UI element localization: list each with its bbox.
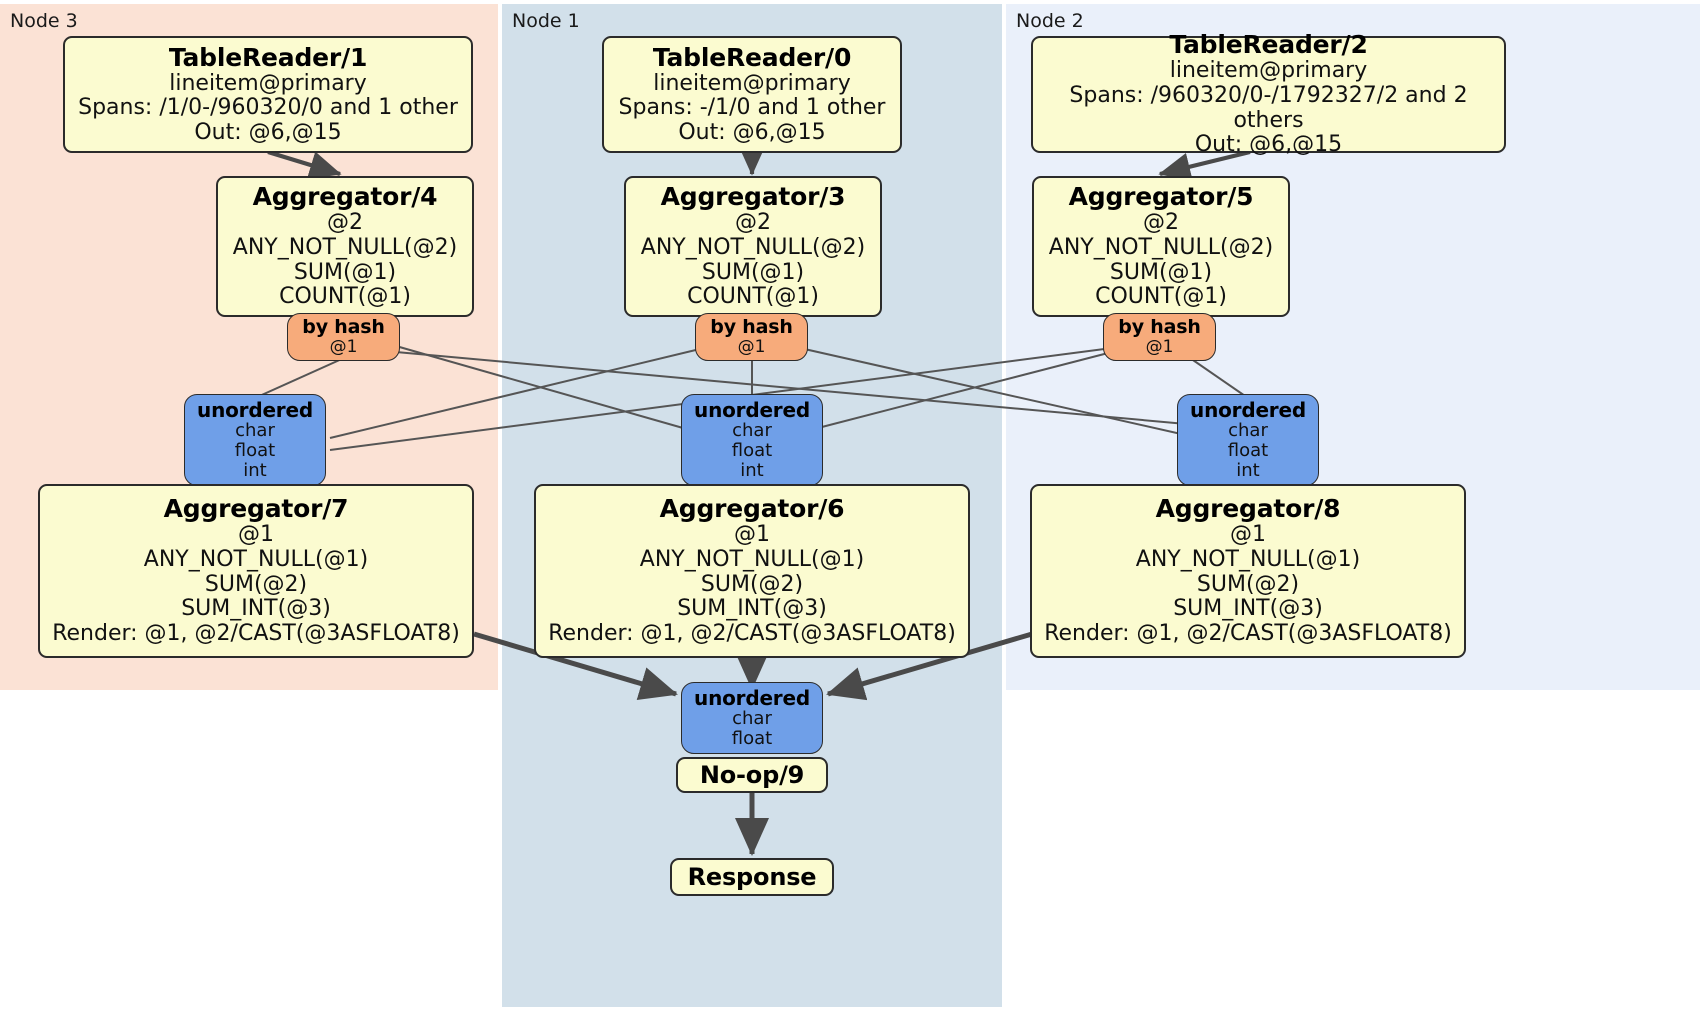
node-detail-line: SUM_INT(@3) [677,596,827,622]
node-tablereader-1[interactable]: TableReader/1 lineitem@primary Spans: /1… [63,36,473,153]
node-detail-line: lineitem@primary [1169,58,1368,84]
router-title: by hash [302,315,385,338]
node-aggregator-8[interactable]: Aggregator/8 @1 ANY_NOT_NULL(@1) SUM(@2)… [1030,484,1466,658]
node-detail-line: SUM(@2) [1196,571,1300,597]
router-detail-line: @1 [737,337,766,358]
node-detail-line: @2 [735,210,771,236]
node-noop-9[interactable]: No-op/9 [676,757,828,793]
node-detail-line: Out: @6,@15 [678,119,826,145]
receiver-unordered-center[interactable]: unordered char float int [681,394,823,486]
node-detail-line: @2 [327,210,363,236]
router-detail-line: @1 [329,337,358,358]
node-title: TableReader/2 [1169,30,1368,60]
node-detail-line: COUNT(@1) [1095,284,1227,310]
node-title: TableReader/0 [652,42,852,72]
router-title: by hash [1118,315,1201,338]
receiver-unordered-left[interactable]: unordered char float int [184,394,326,486]
receiver-type-line: float [1227,440,1269,462]
node-detail-line: lineitem@primary [653,70,851,96]
router-by-hash-left[interactable]: by hash @1 [287,313,400,361]
node-detail-line: SUM(@2) [204,571,308,597]
receiver-title: unordered [694,685,810,710]
node-detail-line: Render: @1, @2/CAST(@3ASFLOAT8) [52,620,460,646]
router-by-hash-center[interactable]: by hash @1 [695,313,808,361]
node-detail-line: ANY_NOT_NULL(@2) [232,234,458,260]
node-detail-line: Out: @6,@15 [1194,132,1343,158]
node-detail-line: lineitem@primary [169,70,367,96]
node-detail-line: SUM(@1) [701,259,805,285]
node-detail-line: Render: @1, @2/CAST(@3ASFLOAT8) [1044,620,1452,646]
node-detail-line: SUM(@2) [700,571,804,597]
node-tablereader-0[interactable]: TableReader/0 lineitem@primary Spans: -/… [602,36,902,153]
receiver-type-line: int [740,460,764,482]
node-title: Aggregator/3 [660,182,846,212]
receiver-type-line: char [732,708,772,730]
node-detail-line: Spans: /960320/0-/1792327/2 and 2 others [1069,82,1468,133]
receiver-title: unordered [694,397,810,422]
node-title: No-op/9 [699,760,805,789]
receiver-type-line: char [1228,419,1268,441]
receiver-type-line: float [234,440,276,462]
router-detail-line: @1 [1145,337,1174,358]
node-detail-line: ANY_NOT_NULL(@1) [143,547,369,573]
node-aggregator-6[interactable]: Aggregator/6 @1 ANY_NOT_NULL(@1) SUM(@2)… [534,484,970,658]
node-detail-line: ANY_NOT_NULL(@1) [1135,547,1361,573]
node-detail-line: Out: @6,@15 [194,119,342,145]
receiver-type-line: char [732,419,772,441]
router-by-hash-right[interactable]: by hash @1 [1103,313,1216,361]
node-aggregator-5[interactable]: Aggregator/5 @2 ANY_NOT_NULL(@2) SUM(@1)… [1032,176,1290,317]
node-aggregator-4[interactable]: Aggregator/4 @2 ANY_NOT_NULL(@2) SUM(@1)… [216,176,474,317]
node-panel-label-node2: Node 2 [1016,10,1084,32]
router-title: by hash [710,315,793,338]
receiver-title: unordered [197,397,313,422]
node-title: Response [687,862,817,891]
node-detail-line: ANY_NOT_NULL(@1) [639,547,865,573]
node-detail-line: @2 [1143,210,1179,236]
node-detail-line: Spans: /1/0-/960320/0 and 1 other [78,95,458,121]
receiver-unordered-final[interactable]: unordered char float [681,682,823,754]
node-detail-line: SUM(@1) [293,259,397,285]
receiver-title: unordered [1190,397,1306,422]
receiver-unordered-right[interactable]: unordered char float int [1177,394,1319,486]
node-panel-label-node3: Node 3 [10,10,78,32]
node-detail-line: ANY_NOT_NULL(@2) [640,234,866,260]
node-detail-line: @1 [734,522,770,548]
node-detail-line: @1 [1230,522,1266,548]
node-title: TableReader/1 [168,42,368,72]
node-detail-line: SUM_INT(@3) [181,596,331,622]
node-title: Aggregator/8 [1155,494,1341,524]
node-title: Aggregator/7 [163,494,349,524]
node-detail-line: ANY_NOT_NULL(@2) [1048,234,1274,260]
node-tablereader-2[interactable]: TableReader/2 lineitem@primary Spans: /9… [1031,31,1506,157]
receiver-type-line: float [731,440,773,462]
node-response[interactable]: Response [670,858,834,896]
node-aggregator-3[interactable]: Aggregator/3 @2 ANY_NOT_NULL(@2) SUM(@1)… [624,176,882,317]
node-detail-line: COUNT(@1) [687,284,819,310]
receiver-type-line: int [1236,460,1260,482]
node-detail-line: SUM_INT(@3) [1173,596,1323,622]
node-detail-line: @1 [238,522,274,548]
receiver-type-line: float [731,728,773,750]
node-detail-line: Spans: -/1/0 and 1 other [618,95,886,121]
node-title: Aggregator/5 [1068,182,1254,212]
receiver-type-line: int [243,460,267,482]
node-detail-line: COUNT(@1) [279,284,411,310]
node-title: Aggregator/6 [659,494,845,524]
node-detail-line: SUM(@1) [1109,259,1213,285]
node-panel-label-node1: Node 1 [512,10,580,32]
node-detail-line: Render: @1, @2/CAST(@3ASFLOAT8) [548,620,956,646]
receiver-type-line: char [235,419,275,441]
node-aggregator-7[interactable]: Aggregator/7 @1 ANY_NOT_NULL(@1) SUM(@2)… [38,484,474,658]
node-title: Aggregator/4 [252,182,438,212]
